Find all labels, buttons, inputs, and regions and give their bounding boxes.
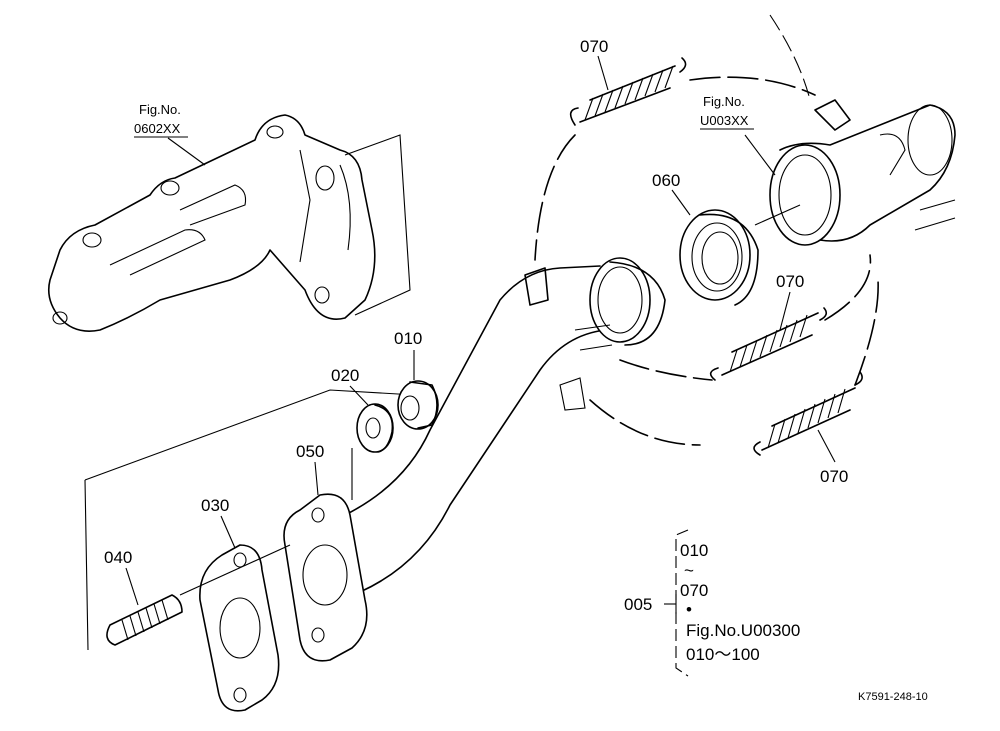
callout-030: 030 xyxy=(201,496,229,515)
range-end: 070 xyxy=(680,581,708,600)
exhaust-manifold xyxy=(47,114,376,332)
range-start: 010 xyxy=(680,541,708,560)
callout-060-leader xyxy=(671,189,691,216)
fig-right-leader xyxy=(744,134,776,176)
callout-070-bottom-leader xyxy=(817,429,836,463)
spring-070-top xyxy=(569,57,687,126)
callout-020-leader xyxy=(349,385,369,406)
range-tilde: ~ xyxy=(684,561,694,580)
fig-range: 010～100 xyxy=(686,645,760,664)
exhaust-pipe xyxy=(344,257,666,593)
drawing-code: K7591-248-10 xyxy=(858,691,928,703)
fig-reference: Fig.No.U00300 xyxy=(686,621,800,640)
fig-left-leader xyxy=(167,137,206,166)
spring-060-seal xyxy=(679,209,759,306)
callout-070-top-leader xyxy=(597,55,609,91)
fig-left-number: 0602XX xyxy=(134,121,181,136)
gasket-050 xyxy=(283,493,368,662)
seal-axis-line xyxy=(754,204,801,226)
callout-070-top: 070 xyxy=(580,37,608,56)
nut-010 xyxy=(397,380,439,430)
flange-plane xyxy=(84,389,416,651)
callout-040: 040 xyxy=(104,548,132,567)
callout-050: 050 xyxy=(296,442,324,461)
callout-070-bottom: 070 xyxy=(820,467,848,486)
fig-right-label: Fig.No. xyxy=(703,94,745,109)
stud-040 xyxy=(106,594,183,646)
callout-060: 060 xyxy=(652,171,680,190)
spring-070-bottom xyxy=(753,371,863,456)
assembly-legend: 005 010 ~ 070 • Fig.No.U00300 010～100 xyxy=(624,529,800,677)
turbo-outlet xyxy=(769,14,956,246)
manifold-plane xyxy=(344,134,411,316)
assembly-number: 005 xyxy=(624,595,652,614)
callout-040-leader xyxy=(125,567,139,606)
callout-070-mid-leader xyxy=(779,291,791,331)
spring-070-mid xyxy=(709,307,828,381)
callout-050-leader xyxy=(314,461,319,496)
flange-axis-line xyxy=(179,544,291,596)
callout-030-leader xyxy=(220,515,236,549)
callout-010: 010 xyxy=(394,329,422,348)
callout-020: 020 xyxy=(331,366,359,385)
callout-070-mid: 070 xyxy=(776,272,804,291)
flange-030 xyxy=(199,544,280,712)
washer-020 xyxy=(356,403,394,453)
fig-left-label: Fig.No. xyxy=(139,102,181,117)
separator-dot: • xyxy=(686,600,692,619)
fig-right-number: U003XX xyxy=(700,113,749,128)
